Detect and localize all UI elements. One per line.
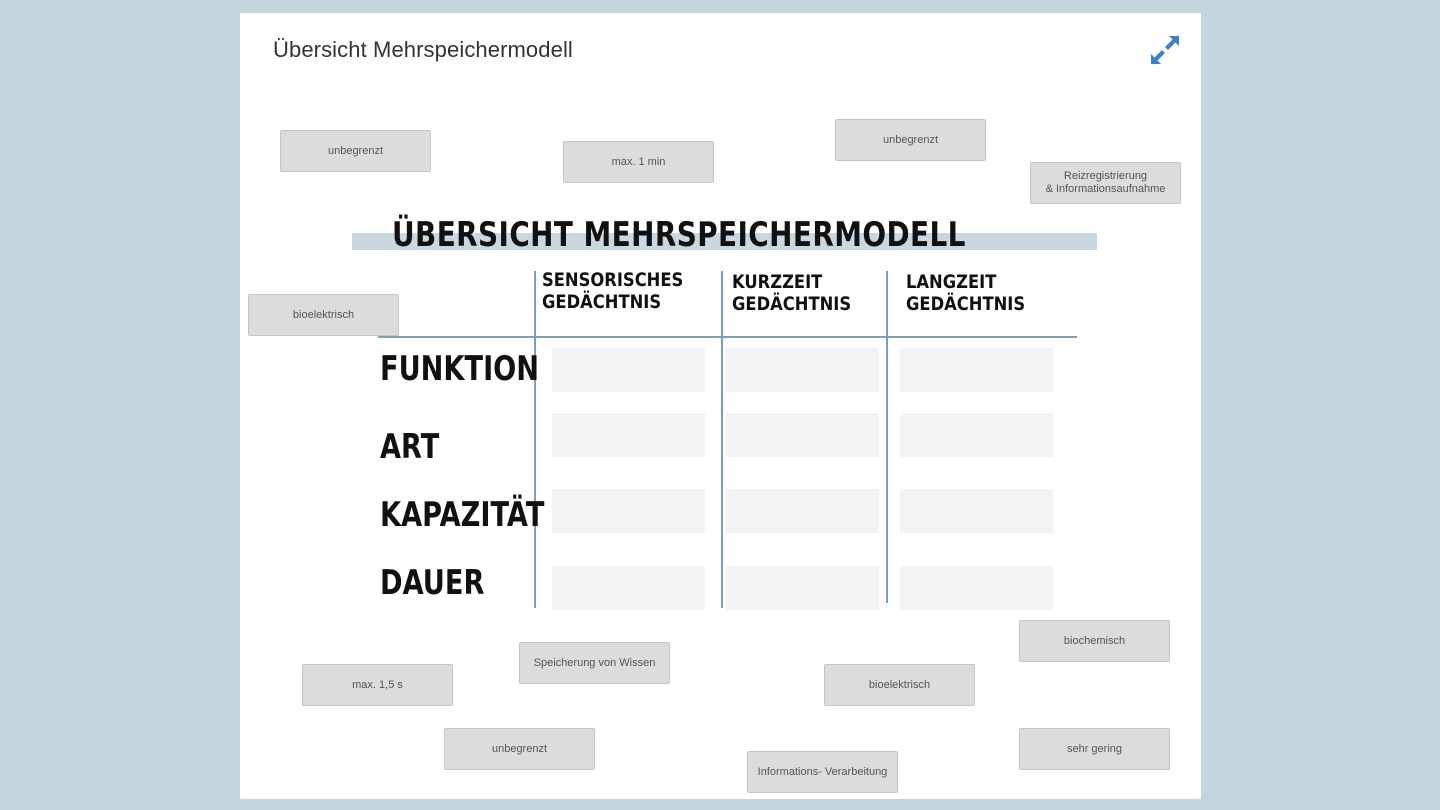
draggable-chip[interactable]: bioelektrisch <box>824 664 975 706</box>
draggable-chip[interactable]: unbegrenzt <box>280 130 431 172</box>
drop-zone[interactable] <box>726 489 879 533</box>
draggable-chip[interactable]: Speicherung von Wissen <box>519 642 670 684</box>
board-title: ÜBERSICHT MEHRSPEICHERMODELL <box>392 215 966 255</box>
column-header-short-term: KURZZEIT GEDÄCHTNIS <box>732 271 852 315</box>
draggable-chip[interactable]: unbegrenzt <box>835 119 986 161</box>
row-label-function: FUNKTION <box>380 349 540 389</box>
grid-line <box>534 271 536 608</box>
drop-zone[interactable] <box>726 348 879 392</box>
drop-zone[interactable] <box>552 348 705 392</box>
draggable-chip[interactable]: Reizregistrierung & Informationsaufnahme <box>1030 162 1181 204</box>
draggable-chip[interactable]: bioelektrisch <box>248 294 399 336</box>
row-label-capacity: KAPAZITÄT <box>380 495 545 535</box>
grid-line <box>721 271 723 608</box>
draggable-chip[interactable]: sehr gering <box>1019 728 1170 770</box>
drop-zone[interactable] <box>900 566 1053 610</box>
row-label-duration: DAUER <box>380 563 485 603</box>
draggable-chip[interactable]: biochemisch <box>1019 620 1170 662</box>
draggable-chip[interactable]: Informations- Verarbeitung <box>747 751 898 793</box>
drop-zone[interactable] <box>900 348 1053 392</box>
expand-arrows-icon <box>1151 36 1179 64</box>
column-header-sensory: SENSORISCHES GEDÄCHTNIS <box>542 269 684 313</box>
panel-title: Übersicht Mehrspeichermodell <box>273 37 573 62</box>
title-highlight <box>352 233 1097 250</box>
row-label-type: ART <box>380 427 440 467</box>
drop-zone[interactable] <box>726 566 879 610</box>
drop-zone[interactable] <box>900 413 1053 457</box>
draggable-chip[interactable]: max. 1,5 s <box>302 664 453 706</box>
grid-line <box>886 271 888 603</box>
drop-zone[interactable] <box>552 413 705 457</box>
drop-zone[interactable] <box>552 489 705 533</box>
task-panel: Übersicht Mehrspeichermodell ÜBERSICHT M… <box>240 13 1201 799</box>
drop-zone[interactable] <box>726 413 879 457</box>
draggable-chip[interactable]: max. 1 min <box>563 141 714 183</box>
grid-line <box>378 336 1077 338</box>
column-header-long-term: LANGZEIT GEDÄCHTNIS <box>906 271 1026 315</box>
fullscreen-button[interactable] <box>1148 33 1182 67</box>
draggable-chip[interactable]: unbegrenzt <box>444 728 595 770</box>
worksheet-board: ÜBERSICHT MEHRSPEICHERMODELL SENSORISCHE… <box>240 13 1201 799</box>
drop-zone[interactable] <box>552 566 705 610</box>
drop-zone[interactable] <box>900 489 1053 533</box>
